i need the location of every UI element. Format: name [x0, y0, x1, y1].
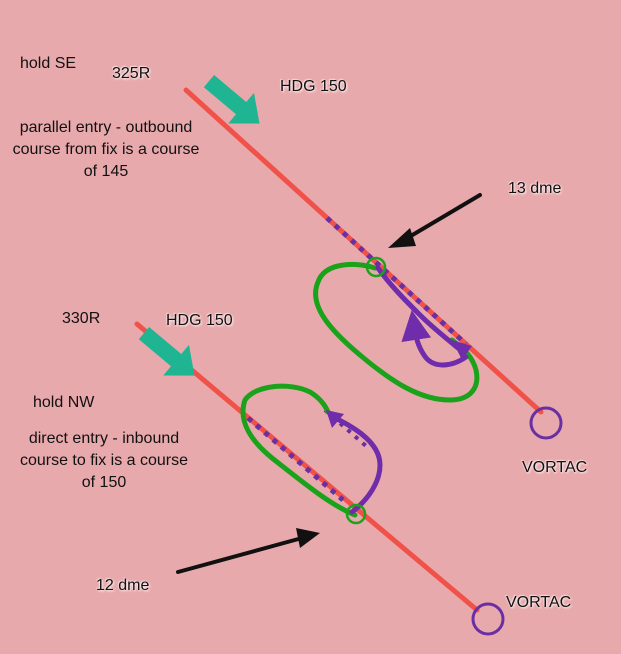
upper-entry-arrowhead-icon: [452, 340, 472, 360]
fix-marker-icon: [345, 503, 367, 525]
lower-station-label: VORTAC: [506, 594, 572, 611]
upper-radial-line: [183, 87, 544, 415]
lower-hold: [134, 321, 505, 636]
lower-entry-arrowhead-icon: [326, 410, 344, 428]
lower-holding-pattern: [240, 383, 358, 518]
lower-dme-label: 12 dme: [96, 577, 150, 594]
upper-dme-label: 13 dme: [508, 180, 562, 197]
lower-hold-direction-label: hold NW: [33, 394, 95, 411]
lower-entry-description: direct entry - inbound course to fix is …: [19, 430, 189, 491]
upper-radial-label: 325R: [112, 65, 151, 82]
heading-arrow-icon: [203, 75, 260, 124]
lower-direct-entry-path: [332, 415, 383, 515]
upper-inbound-course-dashed: [325, 216, 468, 346]
fix-marker-icon: [365, 256, 387, 278]
upper-hold: [183, 75, 563, 440]
heading-arrow-icon: [138, 327, 195, 376]
pointer-arrow-icon: [176, 528, 320, 574]
upper-heading-label: HDG 150: [280, 78, 347, 95]
upper-parallel-entry-return: [401, 310, 469, 368]
upper-holding-pattern: [313, 262, 480, 403]
upper-hold-direction-label: hold SE: [20, 55, 77, 72]
lower-radial-label: 330R: [62, 310, 101, 327]
vortac-icon: [529, 406, 563, 440]
upper-entry-description: parallel entry - outbound course from fi…: [12, 119, 200, 180]
lower-heading-label: HDG 150: [166, 312, 233, 329]
upper-station-label: VORTAC: [522, 459, 588, 476]
vortac-icon: [471, 602, 505, 636]
pointer-arrow-icon: [388, 193, 482, 248]
